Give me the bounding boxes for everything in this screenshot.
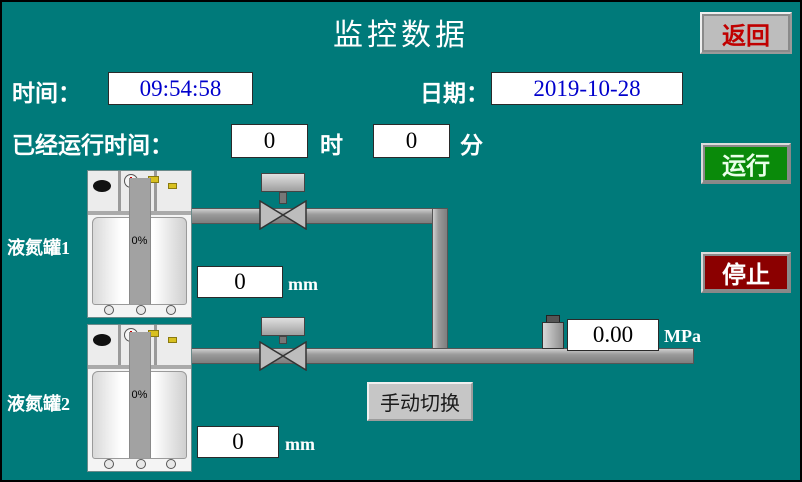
pipe-tank1-horizontal bbox=[190, 208, 448, 224]
tank1-level-field: 0 bbox=[197, 266, 283, 298]
valve1-actuator bbox=[261, 173, 305, 192]
date-label: 日期： bbox=[420, 81, 489, 106]
tank2-graphic: 0% bbox=[87, 324, 192, 472]
tank1-graphic: 0% bbox=[87, 170, 192, 318]
tank2-wheel2-icon bbox=[136, 459, 146, 469]
tank1-level-unit: mm bbox=[288, 274, 318, 294]
pressure-sensor-icon bbox=[542, 322, 564, 349]
valve1-icon bbox=[259, 200, 307, 230]
tank1-percent: 0% bbox=[131, 235, 148, 247]
tank2-percent: 0% bbox=[131, 389, 148, 401]
tank1-valve-handle2-icon bbox=[168, 183, 177, 189]
run-button[interactable]: 运行 bbox=[701, 143, 791, 184]
tank1-label: 液氮罐1 bbox=[7, 238, 70, 258]
manual-switch-button[interactable]: 手动切换 bbox=[367, 382, 473, 421]
tank1-port-icon bbox=[93, 180, 111, 192]
pressure-unit: MPa bbox=[664, 326, 701, 346]
page-title: 监控数据 bbox=[333, 19, 469, 52]
pipe-vertical-connector bbox=[432, 208, 448, 360]
runtime-hours-field: 0 bbox=[231, 124, 308, 158]
valve2-actuator bbox=[261, 317, 305, 336]
time-label: 时间： bbox=[12, 81, 81, 106]
time-value-field: 09:54:58 bbox=[108, 72, 253, 105]
pressure-value-field: 0.00 bbox=[567, 319, 659, 351]
tank2-level-field: 0 bbox=[197, 426, 279, 458]
tank1-level-stripe: 0% bbox=[128, 178, 151, 304]
tank2-wheel3-icon bbox=[166, 459, 176, 469]
tank1-wheel3-icon bbox=[166, 305, 176, 315]
valve1-stem bbox=[279, 192, 287, 204]
runtime-label: 已经运行时间： bbox=[12, 133, 173, 158]
runtime-minutes-field: 0 bbox=[373, 124, 450, 158]
tank2-label: 液氮罐2 bbox=[7, 394, 70, 414]
tank2-wheel-icon bbox=[104, 459, 114, 469]
valve2-icon bbox=[259, 341, 307, 371]
tank1-body: 0% bbox=[92, 178, 187, 305]
tank1-wheel2-icon bbox=[136, 305, 146, 315]
date-value-field: 2019-10-28 bbox=[491, 72, 683, 105]
runtime-hours-unit: 时 bbox=[320, 133, 343, 158]
tank2-valve-handle2-icon bbox=[168, 337, 177, 343]
tank2-port-icon bbox=[93, 334, 111, 346]
tank2-body: 0% bbox=[92, 332, 187, 459]
back-button[interactable]: 返回 bbox=[700, 12, 792, 54]
tank1-wheel-icon bbox=[104, 305, 114, 315]
tank2-level-stripe: 0% bbox=[128, 332, 151, 458]
runtime-minutes-unit: 分 bbox=[460, 133, 483, 158]
tank2-level-unit: mm bbox=[285, 434, 315, 454]
stop-button[interactable]: 停止 bbox=[701, 252, 791, 293]
valve2-stem bbox=[279, 336, 287, 344]
